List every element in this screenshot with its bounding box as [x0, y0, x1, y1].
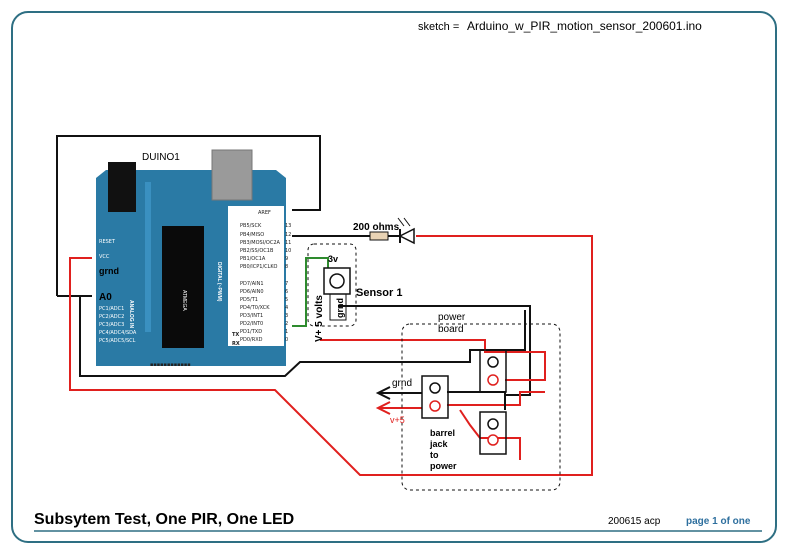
barrel-jack-label-4: power: [430, 461, 457, 471]
grnd-arrow-label: grnd: [392, 378, 412, 389]
barrel-jack-label-3: to: [430, 450, 439, 460]
vcc-label: VCC: [99, 254, 110, 260]
chip-label: ATMEGA: [181, 290, 187, 311]
terminal-left-red: [429, 400, 441, 412]
wire-green-signal: [292, 257, 329, 327]
power-board-label-2: board: [438, 324, 464, 335]
pin-label-0: PD0/RXD: [240, 337, 263, 343]
page-label: page 1 of one: [686, 516, 751, 527]
power-terminal-left: [421, 375, 449, 419]
pin-number-5: 5: [285, 297, 288, 303]
tx-label: TX: [232, 332, 239, 338]
pin-label-4: PD4/T0/XCK: [240, 305, 270, 311]
sensor-outline: [307, 243, 357, 327]
wire-black-ground: [79, 296, 526, 377]
power-terminal-top: [479, 349, 507, 393]
wire-red-jack: [459, 409, 521, 460]
pin-label-9: PB1/OC1A: [240, 256, 266, 262]
pin-number-7: 7: [285, 281, 288, 287]
terminal-bottom-black: [487, 418, 499, 430]
rx-label: RX: [232, 341, 240, 347]
diagram-title: Subsytem Test, One PIR, One LED: [34, 511, 294, 528]
wire-red-vcc: [69, 235, 593, 476]
sensor-body: [323, 267, 351, 295]
pin-number-0: 0: [285, 337, 288, 343]
wire-black-power: [447, 391, 506, 410]
right-header: [228, 206, 284, 346]
pin-label-7: PD7/AIN1: [240, 281, 264, 287]
pin-number-13: 13: [285, 223, 291, 229]
wire-red-sensor-vplus: [320, 339, 546, 381]
sensor-grnd-label: grnd: [335, 298, 345, 318]
power-board-outline: [401, 323, 561, 491]
pin-number-6: 6: [285, 289, 288, 295]
pin-number-8: 8: [285, 264, 288, 270]
sensor-dome: [329, 273, 345, 289]
reset-label: RESET: [99, 239, 116, 245]
resistor: [369, 231, 389, 241]
pin-number-3: 3: [285, 313, 288, 319]
pin-number-1: 1: [285, 329, 288, 335]
pin-number-9: 9: [285, 256, 288, 262]
wire-red-power: [447, 391, 545, 406]
grnd-arrow-head: [375, 386, 391, 400]
page-frame: [11, 11, 777, 543]
power-board-label-1: power: [438, 312, 466, 323]
power-terminal-bottom: [479, 411, 507, 455]
terminal-bottom-red: [487, 434, 499, 446]
sensor-label: Sensor 1: [356, 287, 402, 299]
resistor-label: 200 ohms: [353, 222, 400, 233]
pin-number-11: 11: [285, 240, 291, 246]
sensor-3v-label: 3v: [328, 254, 338, 264]
vplus-arrow-head: [375, 401, 391, 415]
sensor-leads: [329, 293, 347, 321]
pin-label-8: PB0/ICP1/CLKO: [240, 264, 277, 270]
pc4-label: PC4/ADC4/SDA: [99, 330, 137, 336]
pin-label-1: PD1/TXD: [240, 329, 262, 335]
board-footer: ▪▪▪▪▪▪▪▪▪▪▪▪: [150, 362, 191, 368]
led: [397, 217, 415, 245]
pin-label-3: PD3/INT1: [240, 313, 263, 319]
pin-label-6: PD6/AIN0: [240, 289, 264, 295]
pin-label-5: PD5/T1: [240, 297, 258, 303]
pin-number-4: 4: [285, 305, 288, 311]
terminal-top-red: [487, 374, 499, 386]
terminal-left-black: [429, 382, 441, 394]
pin-label-10: PB2/SS/OC1B: [240, 248, 274, 254]
pc1-label: PC1/ADC1: [99, 306, 124, 312]
sketch-name: Arduino_w_PIR_motion_sensor_200601.ino: [467, 19, 702, 33]
a0-label: A0: [99, 292, 112, 303]
pc5-label: PC5/ADC5/SCL: [99, 338, 136, 344]
pin-number-2: 2: [285, 321, 288, 327]
barrel-jack-label-2: jack: [429, 439, 449, 449]
v5-label: V+ 5 volts: [314, 295, 325, 342]
digital-label: DIGITAL (~PWM): [216, 262, 222, 302]
usb-jack: [108, 162, 136, 212]
pin-label-13: PB5/SCK: [240, 223, 262, 229]
wire-black-top-loop: [56, 135, 321, 296]
pin-number-12: 12: [285, 232, 291, 238]
atmega-chip: [162, 226, 204, 348]
grnd-board-label: grnd: [99, 266, 119, 276]
vplus-arrow-label: v+5: [390, 415, 405, 425]
wire-black-sensor-ground: [338, 305, 531, 396]
header-strip: [145, 182, 151, 332]
pin-label-11: PB3/MOSI/OC2A: [240, 240, 281, 246]
analog-in-label: ANALOG IN: [128, 300, 134, 328]
pin-number-10: 10: [285, 248, 291, 254]
barrel-jack-label-1: barrel: [430, 428, 455, 438]
pin-label-12: PB4/MISO: [240, 232, 264, 238]
pin-label-2: PD2/INT0: [240, 321, 263, 327]
sketch-label: sketch =: [418, 21, 459, 33]
pc2-label: PC2/ADC2: [99, 314, 124, 320]
aref-label: AREF: [258, 210, 271, 216]
pc3-label: PC3/ADC3: [99, 322, 124, 328]
power-jack: [211, 149, 253, 201]
date-label: 200615 acp: [608, 516, 661, 527]
terminal-top-black: [487, 356, 499, 368]
board-name: DUINO1: [142, 152, 180, 163]
arduino-board: ATMEGA ANALOG IN DIGITAL (~PWM): [96, 149, 286, 366]
